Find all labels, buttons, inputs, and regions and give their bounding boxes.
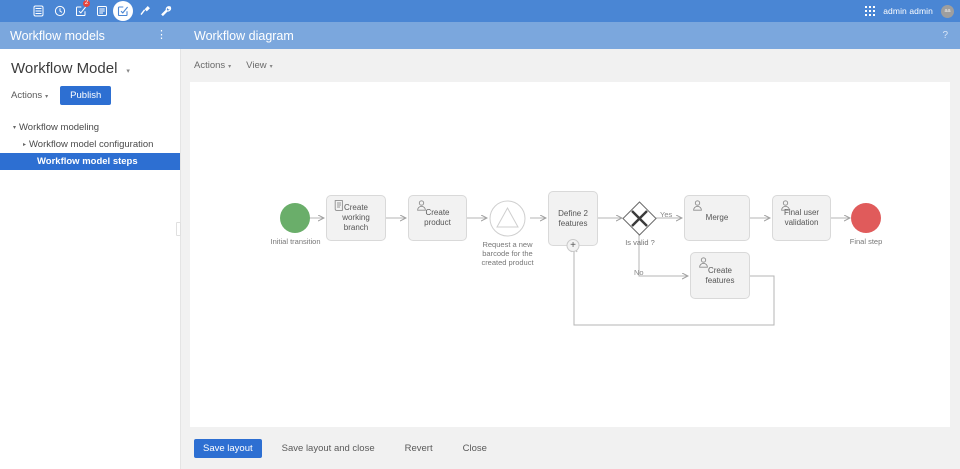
gateway-label: Is valid ? — [625, 238, 655, 247]
apps-grid-icon[interactable] — [865, 6, 876, 16]
user-name-label[interactable]: admin admin — [883, 6, 933, 16]
end-event-label: Final step — [849, 237, 883, 246]
tree-item-label: Workflow model steps — [37, 156, 138, 167]
publish-button[interactable]: Publish — [60, 86, 112, 105]
task-node-merge[interactable]: Merge — [684, 195, 750, 241]
diagram-view-label: View — [246, 60, 267, 71]
user-task-icon — [690, 199, 704, 213]
twisty-icon[interactable]: ▸ — [22, 142, 26, 148]
wrench-icon[interactable] — [155, 0, 176, 22]
chevron-down-icon: ▾ — [228, 64, 232, 70]
chevron-down-icon: ▾ — [269, 64, 273, 70]
actions-label: Actions — [11, 90, 43, 101]
edge-label-no: No — [634, 268, 644, 277]
app-bar: 2 — [0, 0, 960, 22]
left-panel-title: Workflow models — [10, 28, 105, 43]
task-label: Merge — [705, 213, 729, 222]
panel-splitter-handle[interactable] — [176, 222, 181, 236]
chevron-down-icon: ▾ — [45, 94, 49, 100]
task-label: Create features — [705, 265, 735, 285]
save-layout-button[interactable]: Save layout — [194, 438, 262, 458]
diagram-footer-bar: Save layout Save layout and close Revert… — [181, 427, 960, 469]
user-task-icon — [696, 256, 710, 270]
script-task-icon — [332, 199, 346, 213]
avatar[interactable]: aa — [941, 4, 954, 18]
right-panel-header: Workflow diagram ? — [181, 22, 960, 49]
actions-dropdown[interactable]: Actions▾ — [11, 90, 48, 101]
clock-icon[interactable] — [49, 0, 70, 22]
tree-item-workflow-model-steps[interactable]: Workflow model steps — [0, 153, 180, 170]
checkbox-edit-icon[interactable]: 2 — [70, 0, 91, 22]
chevron-down-icon[interactable]: ▾ — [126, 68, 130, 75]
task-label: Create working branch — [342, 203, 370, 232]
plug-icon[interactable] — [134, 0, 155, 22]
close-button[interactable]: Close — [462, 442, 487, 454]
task-label: Final user validation — [783, 208, 820, 227]
task-node-create-features[interactable]: Create features — [690, 252, 750, 299]
right-panel-title: Workflow diagram — [194, 28, 294, 43]
revert-button[interactable]: Revert — [404, 442, 433, 454]
document-lines-icon[interactable] — [91, 0, 112, 22]
diagram-actions-label: Actions — [194, 60, 226, 71]
service-task-label: Request a new barcode for the created pr… — [481, 240, 534, 267]
task-node-create-working-branch[interactable]: Create working branch — [326, 195, 386, 241]
task-node-create-product[interactable]: Create product — [408, 195, 467, 241]
start-event-node[interactable] — [280, 203, 310, 233]
left-actions-bar: Actions▾ Publish — [11, 86, 180, 105]
tree-item-workflow-modeling[interactable]: ▾ Workflow modeling — [0, 119, 180, 136]
checkbox-circle-active-icon[interactable] — [113, 1, 133, 21]
left-panel-header: Workflow models ⋮ — [0, 22, 181, 49]
diagram-view-dropdown[interactable]: View▾ — [246, 60, 272, 71]
tree-item-workflow-model-configuration[interactable]: ▸ Workflow model configuration — [0, 136, 180, 153]
diagram-connectors — [304, 82, 950, 326]
expand-plus-icon[interactable]: + — [566, 239, 580, 252]
database-icon[interactable] — [28, 0, 49, 22]
navigation-tree: ▾ Workflow modeling ▸ Workflow model con… — [0, 119, 180, 170]
app-bar-user-group: admin admin aa — [865, 4, 954, 18]
task-label: Create product — [424, 208, 451, 227]
task-node-final-user-validation[interactable]: Final user validation — [772, 195, 831, 241]
tree-item-label: Workflow model configuration — [29, 139, 154, 150]
task-label: Define 2 features — [558, 208, 588, 228]
workflow-diagram-canvas[interactable]: Initial transition Create working branch… — [190, 82, 950, 427]
tree-item-label: Workflow modeling — [19, 122, 100, 133]
app-bar-icon-group: 2 — [28, 0, 176, 22]
diagram-toolbar: Actions▾ View▾ — [181, 49, 960, 82]
gateway-node-is-valid[interactable] — [622, 201, 657, 236]
model-title-text: Workflow Model — [11, 60, 118, 77]
task-node-define-2-features[interactable]: Define 2 features + — [548, 191, 598, 252]
end-event-node[interactable] — [851, 203, 881, 233]
user-task-icon — [778, 199, 792, 213]
diagram-actions-dropdown[interactable]: Actions▾ — [194, 60, 231, 71]
edge-label-yes: Yes — [660, 210, 673, 219]
service-task-node-request-barcode[interactable] — [489, 200, 526, 237]
user-task-icon — [414, 199, 428, 213]
right-panel: Actions▾ View▾ — [181, 49, 960, 469]
send-task-icon — [489, 200, 526, 237]
left-panel: Workflow Model ▾ Actions▾ Publish ▾ Work… — [0, 49, 181, 469]
page-title: Workflow Model ▾ — [11, 60, 180, 77]
start-event-label: Initial transition — [270, 237, 321, 246]
help-icon[interactable]: ? — [942, 30, 948, 41]
exclusive-gateway-icon — [622, 201, 657, 236]
kebab-menu-icon[interactable]: ⋮ — [156, 29, 167, 41]
save-layout-and-close-button[interactable]: Save layout and close — [281, 442, 375, 454]
twisty-icon[interactable]: ▾ — [12, 125, 16, 131]
notification-badge: 2 — [83, 0, 90, 7]
